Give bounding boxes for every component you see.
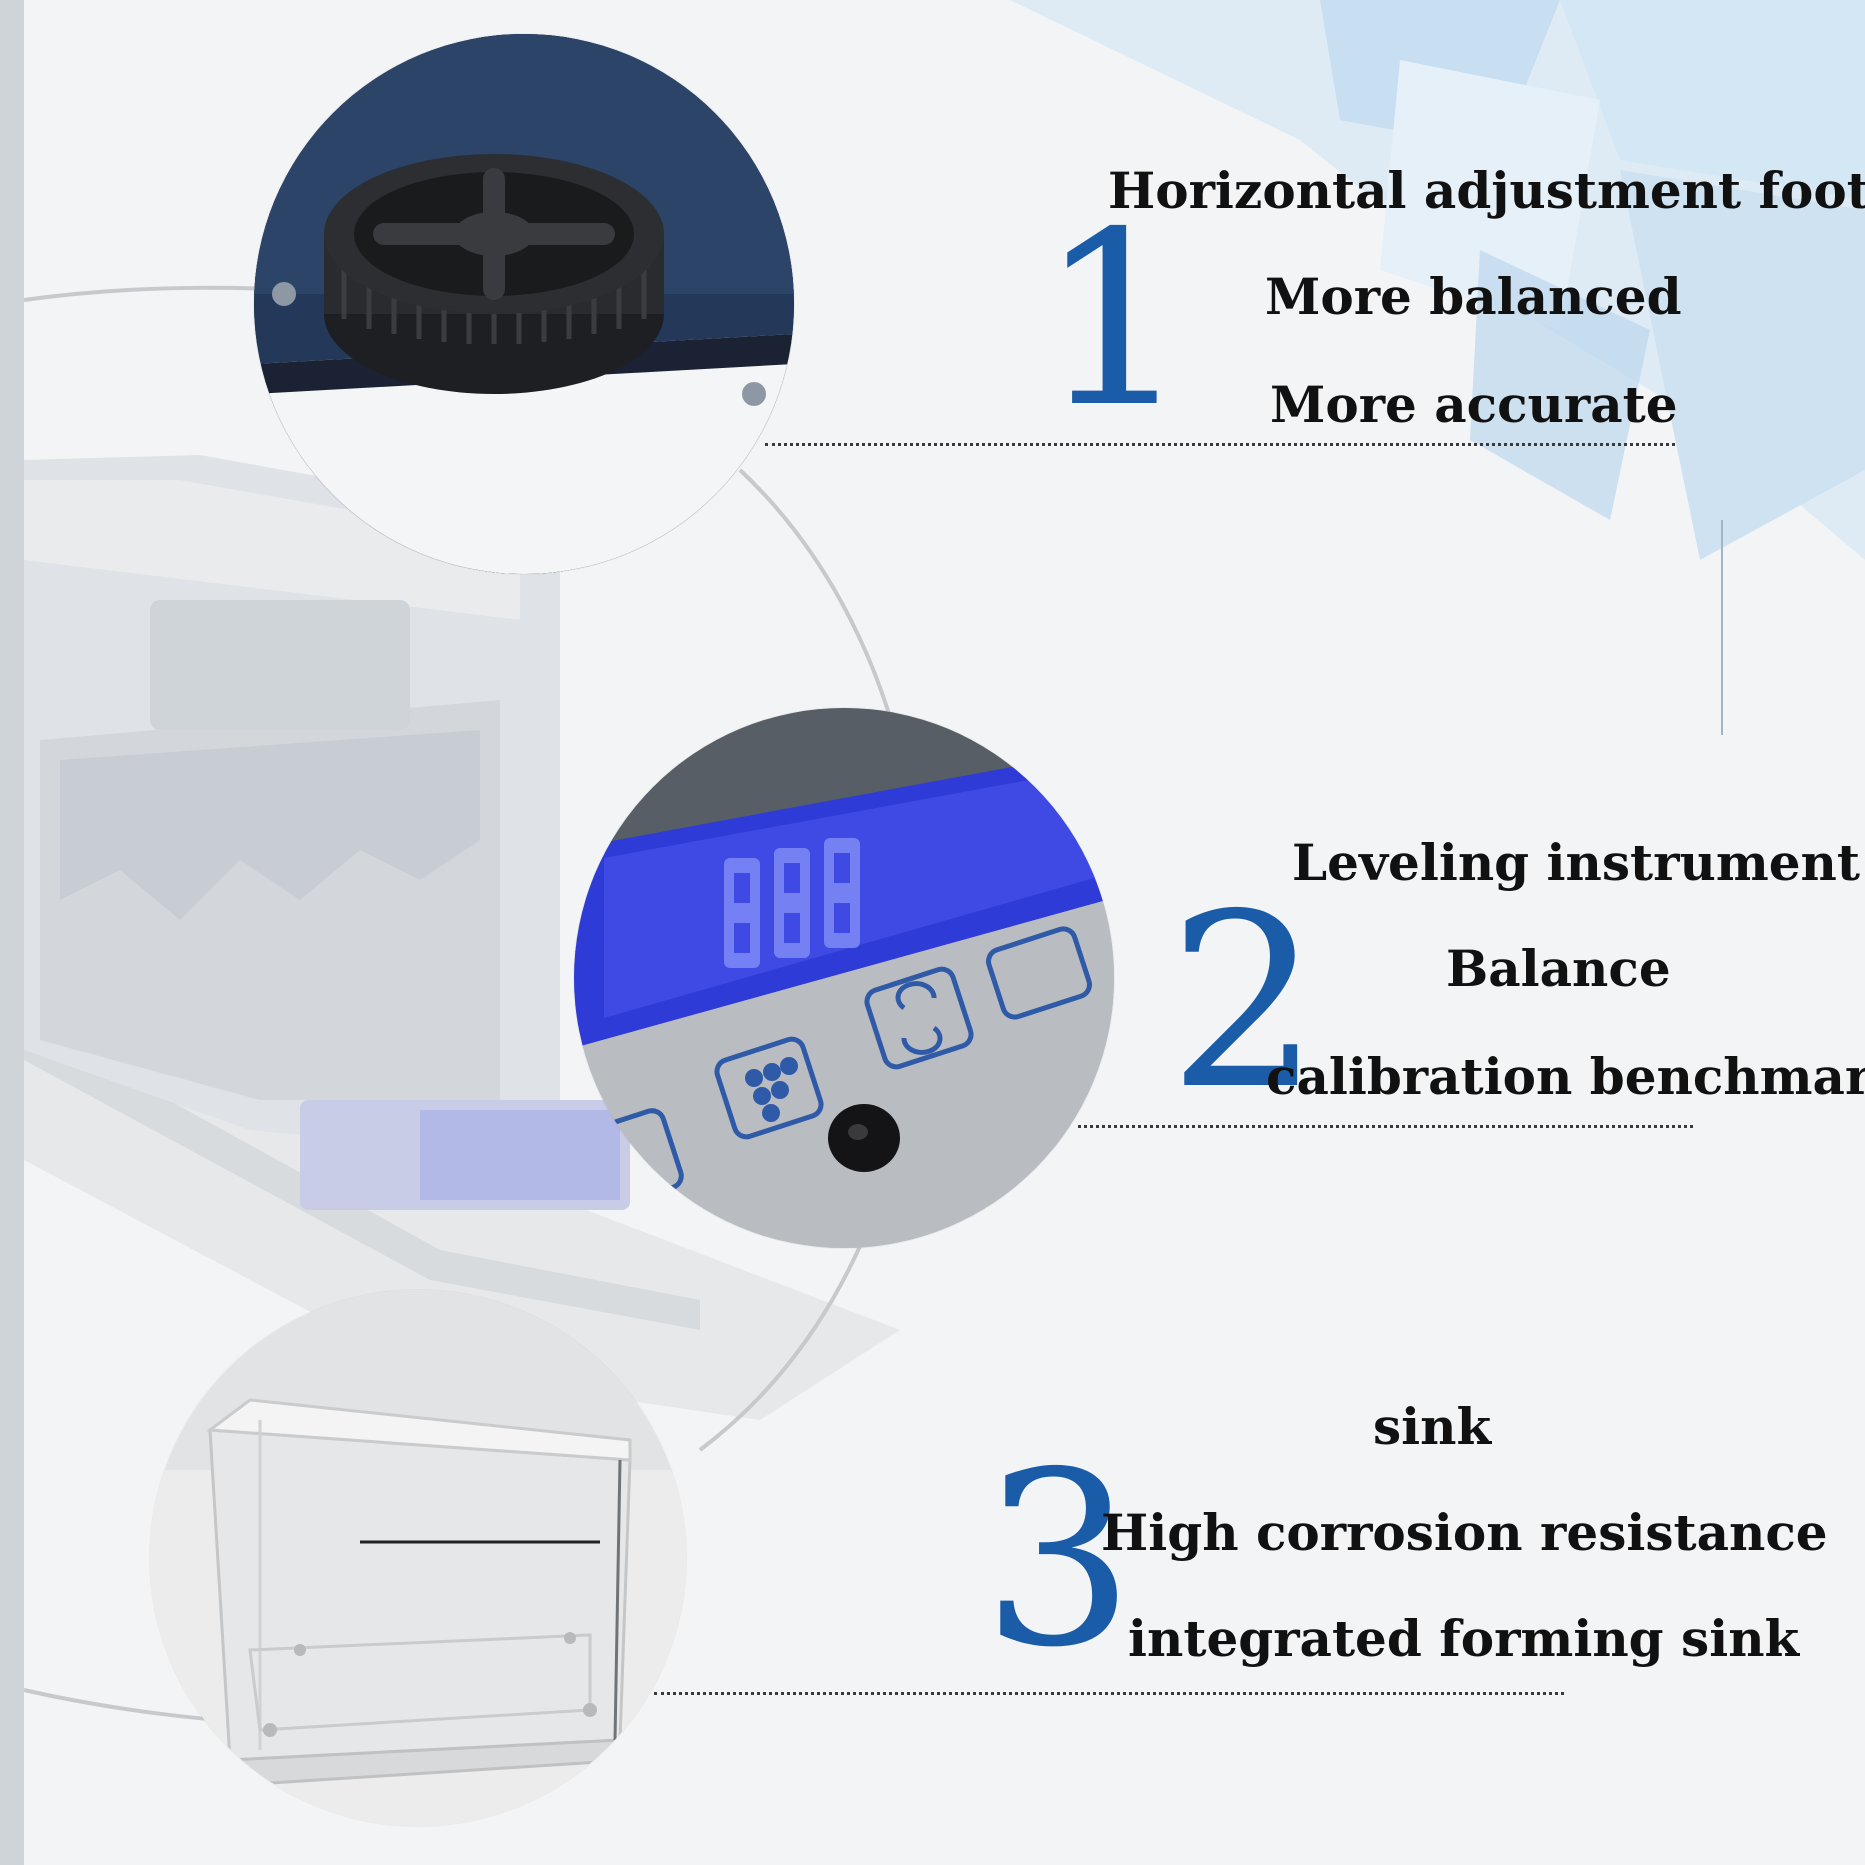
- feature-1-title: Horizontal adjustment foot: [1108, 161, 1865, 220]
- adjustment-foot-photo: [254, 34, 794, 574]
- feature-1-line-3: More accurate: [1270, 375, 1678, 434]
- feature-3-divider: [654, 1692, 1564, 1695]
- left-edge-strip: [0, 0, 24, 1865]
- feature-1-line-2: More balanced: [1265, 267, 1682, 326]
- feature-1-divider: [765, 443, 1675, 446]
- feature-2-line-2: Balance: [1446, 939, 1671, 998]
- sink-photo: [150, 1290, 686, 1826]
- feature-3-line-3: integrated forming sink: [1128, 1609, 1800, 1668]
- feature-2-line-3: calibration benchmark: [1266, 1047, 1865, 1106]
- feature-2-title: Leveling instrument: [1292, 833, 1860, 892]
- feature-3-line-2: High corrosion resistance: [1101, 1503, 1828, 1562]
- feature-3-title: sink: [1373, 1397, 1492, 1456]
- feature-3-number: 3: [982, 1420, 1135, 1700]
- feature-2-number: 2: [1168, 862, 1321, 1142]
- control-panel-photo: [574, 708, 1114, 1248]
- feature-1-number: 1: [1038, 180, 1191, 460]
- feature-2-divider: [1078, 1125, 1693, 1128]
